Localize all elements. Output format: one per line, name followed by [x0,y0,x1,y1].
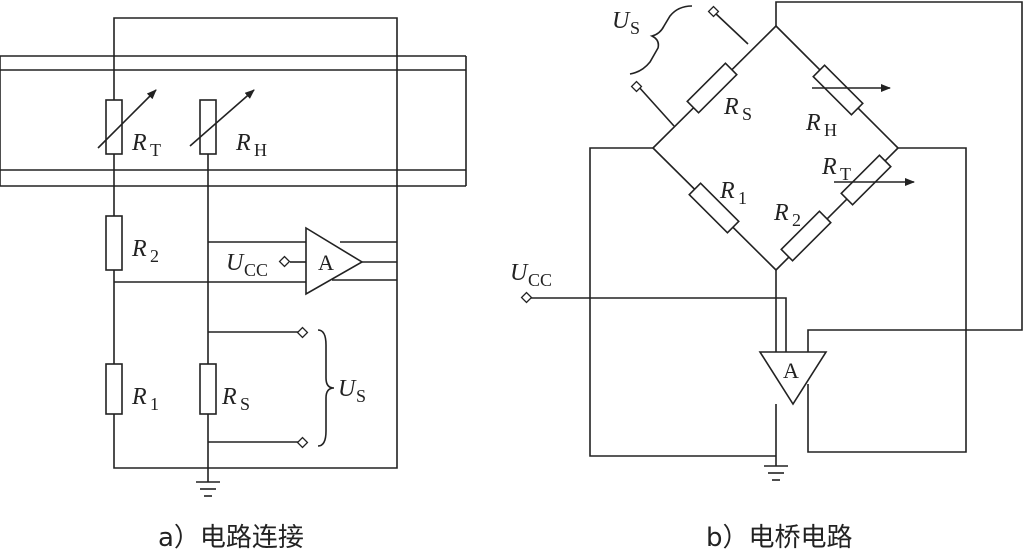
ucc-terminal-b [520,291,533,304]
label-r2-a: R 2 [131,236,159,266]
us-terminal-bottom-a [296,436,309,449]
label-us-a: U S [338,376,366,406]
svg-text:R: R [723,94,739,120]
label-rt-a: R T [131,130,161,160]
svg-text:R: R [131,236,147,262]
resistor-r2-b [780,210,832,262]
svg-text:2: 2 [792,210,801,230]
label-r1-b: R 1 [719,178,747,208]
label-rh-b: R H [805,110,837,140]
us-brace-b [629,5,693,75]
svg-text:S: S [742,104,752,124]
amplifier-b [758,351,828,406]
svg-text:1: 1 [150,394,159,414]
resistor-rh-a [199,99,217,155]
bridge-wires-b [528,1,1023,466]
resistor-rh-b [812,64,864,116]
label-rs-b: R S [723,94,752,124]
svg-text:U: U [226,250,245,276]
svg-text:T: T [840,164,851,184]
svg-text:R: R [221,384,237,410]
svg-text:H: H [824,120,837,140]
ground-symbol-a [196,481,220,497]
svg-text:R: R [821,154,837,180]
svg-text:R: R [235,130,251,156]
amplifier-label-a: A [318,250,334,275]
amplifier-label-b: A [783,358,799,383]
resistor-rt-a [105,99,123,155]
sensor-duct [0,55,467,187]
resistor-r1-b [688,182,740,234]
svg-text:R: R [719,178,735,204]
label-r1-a: R 1 [131,384,159,414]
us-terminal-top-b [707,5,720,18]
us-terminal-bottom-b [630,80,643,93]
svg-text:S: S [240,394,250,414]
rt-variable-arrow-a [97,89,157,149]
svg-text:CC: CC [528,270,552,290]
svg-text:2: 2 [150,246,159,266]
rh-variable-arrow-a [189,89,255,147]
caption-b: b）电桥电路 [706,523,853,552]
ucc-terminal-a [278,255,291,268]
svg-text:U: U [612,8,631,34]
svg-text:R: R [131,384,147,410]
us-terminal-top-a [296,326,309,339]
resistor-rs-b [686,62,738,114]
svg-text:1: 1 [738,188,747,208]
label-rt-b: R T [821,154,851,184]
label-ucc-a: U CC [226,250,268,280]
label-rh-a: R H [235,130,267,160]
diagram-b: A U S R S R H R T R [510,1,1023,552]
resistor-r2-a [105,215,123,271]
resistor-rs-a [199,363,217,415]
label-r2-b: R 2 [773,200,801,230]
label-us-b: U S [612,8,640,38]
caption-a: a）电路连接 [158,523,304,552]
resistor-r1-a [105,363,123,415]
svg-text:S: S [630,18,640,38]
svg-text:R: R [773,200,789,226]
svg-text:U: U [338,376,357,402]
svg-text:CC: CC [244,260,268,280]
svg-text:T: T [150,140,161,160]
svg-text:U: U [510,260,529,286]
label-ucc-b: U CC [510,260,552,290]
svg-text:S: S [356,386,366,406]
amplifier-a [305,226,364,296]
svg-text:R: R [131,130,147,156]
ground-symbol-b [764,465,788,481]
label-rs-a: R S [221,384,250,414]
diagram-a: A R T R H R 2 R 1 R [0,17,467,552]
resistor-rt-b [840,154,892,206]
us-brace-a [317,329,335,447]
svg-text:R: R [805,110,821,136]
svg-text:H: H [254,140,267,160]
